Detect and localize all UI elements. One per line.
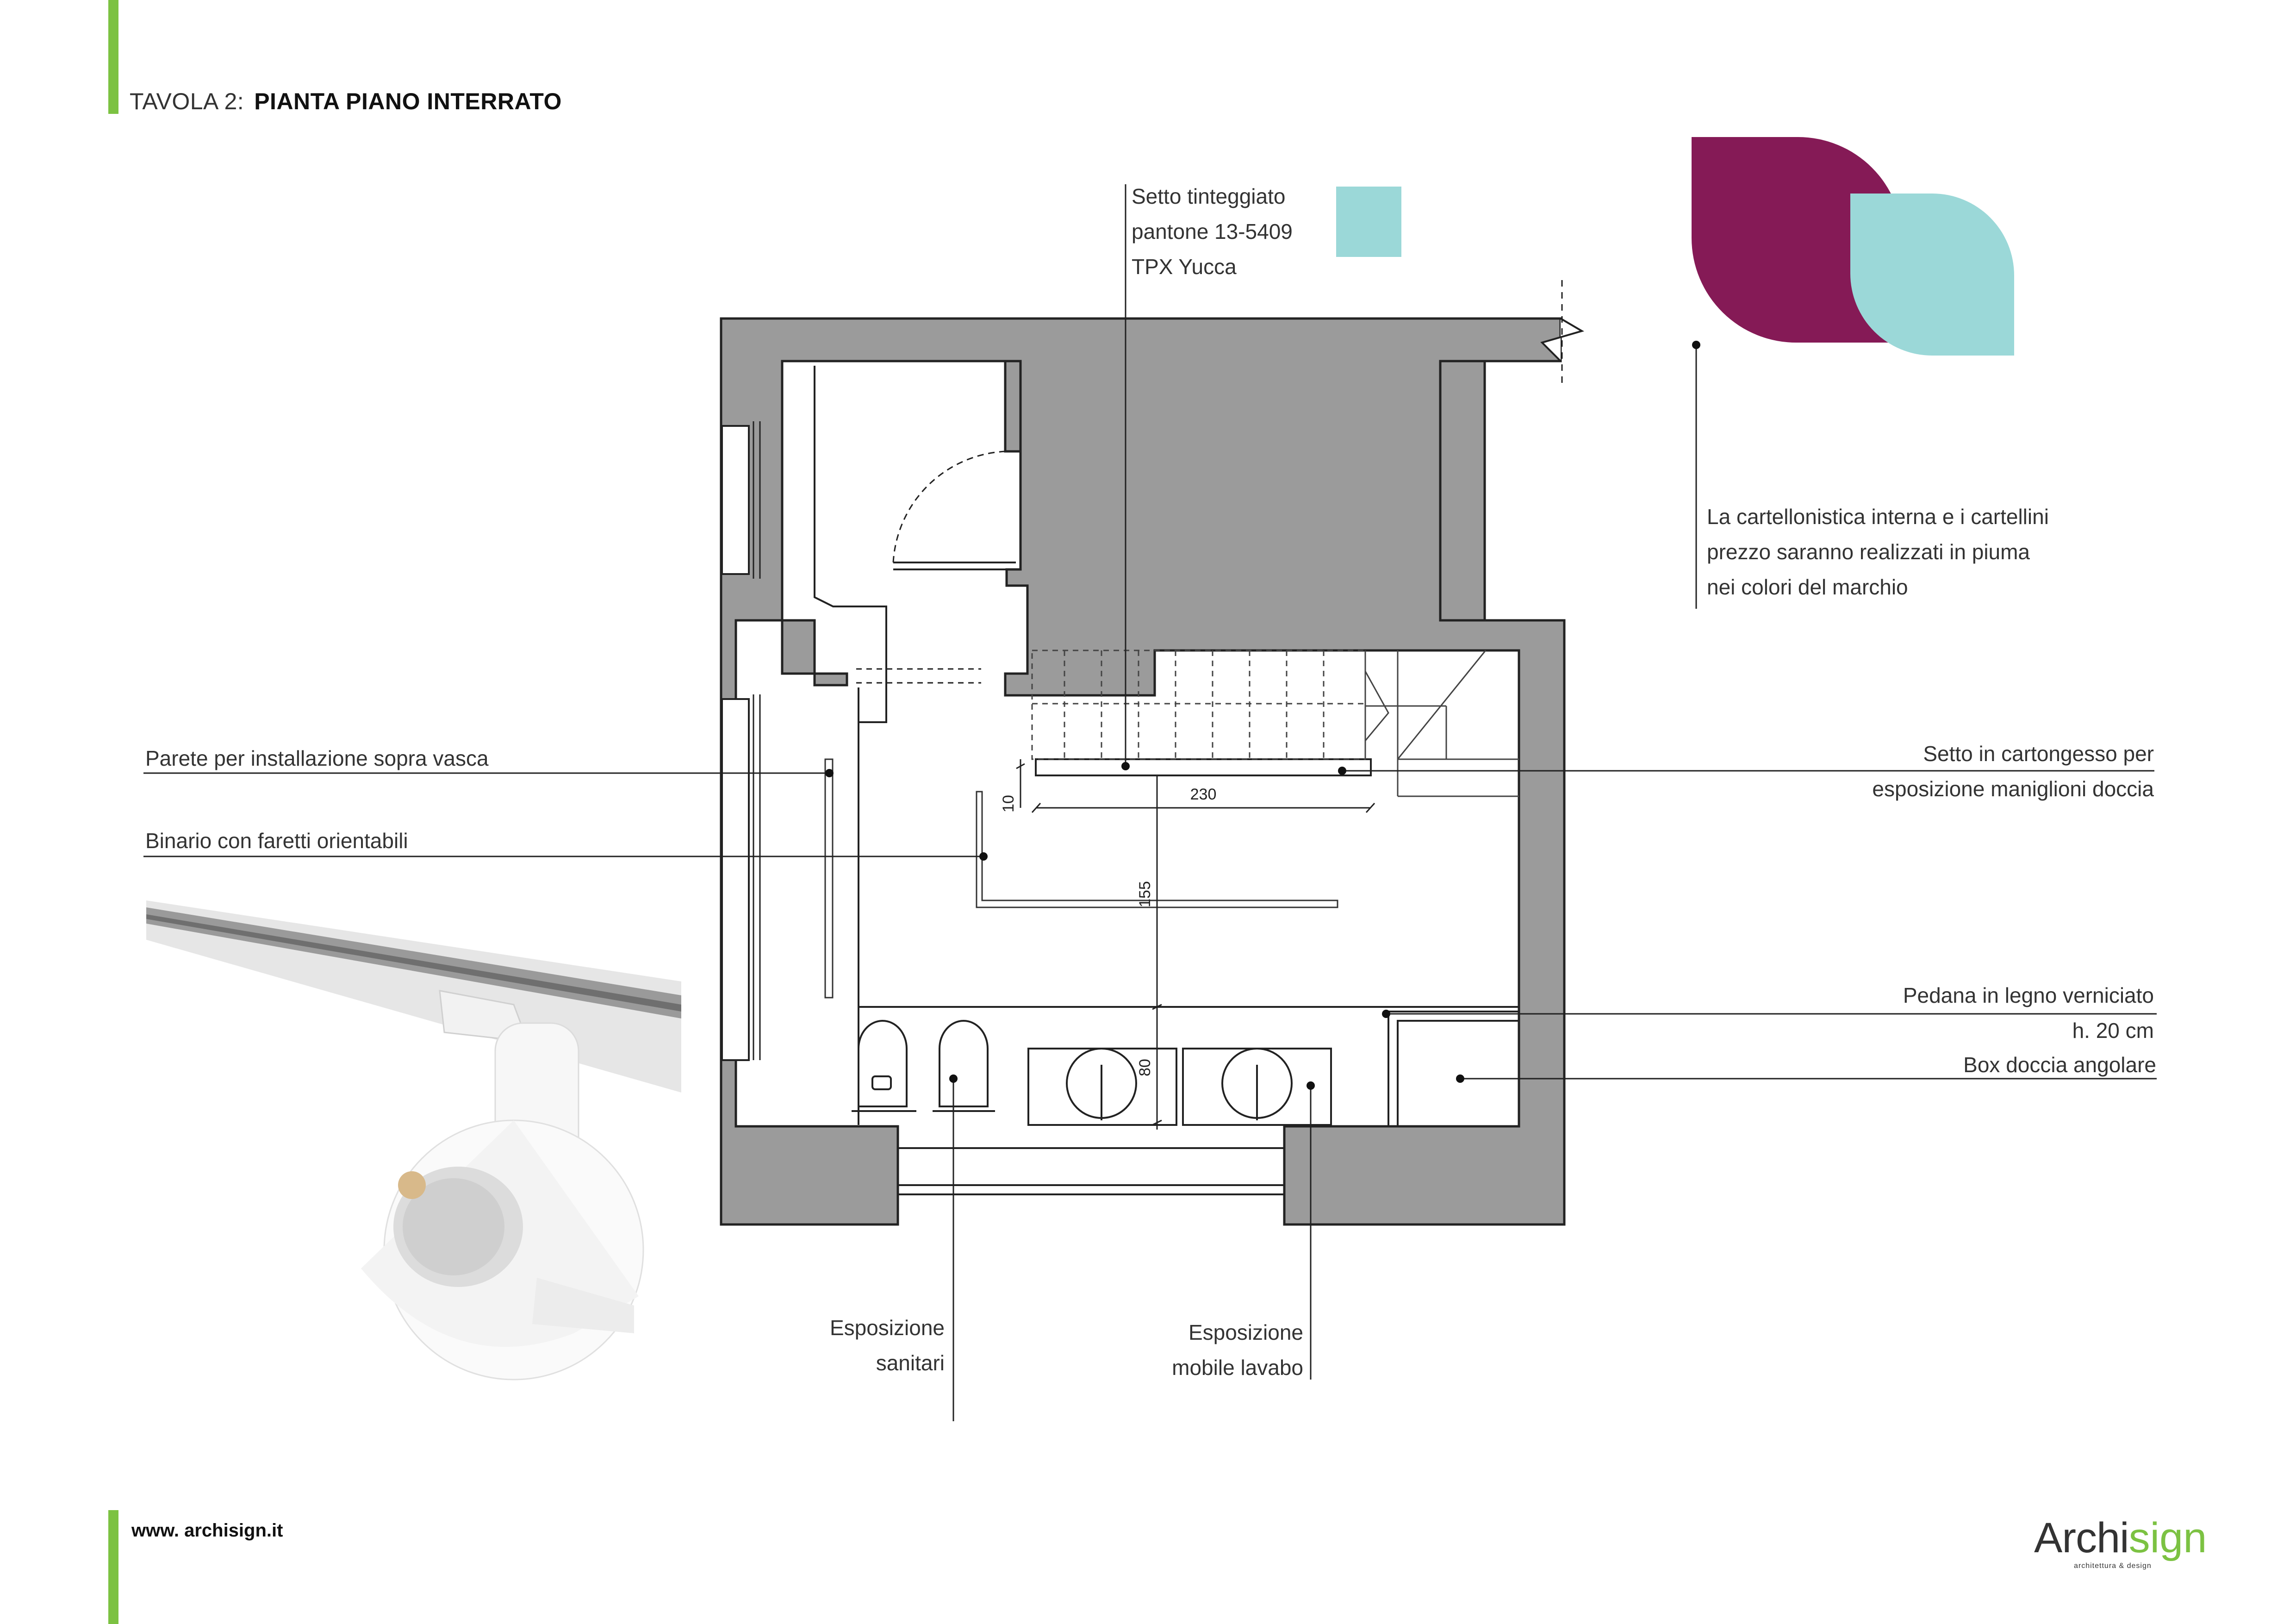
label-line: sanitari (876, 1351, 945, 1375)
door-swing (892, 450, 1016, 563)
label-line: pantone 13-5409 (1132, 219, 1293, 244)
dimension-lines (1016, 759, 1375, 1130)
logo-part1: Archi (2034, 1514, 2129, 1562)
interior-lines (814, 366, 1519, 1126)
archisign-logo: Archisign architettura & design (2034, 1514, 2215, 1579)
lavabi (1027, 1048, 1332, 1126)
label-line: TPX Yucca (1132, 255, 1237, 279)
label-box-doccia: Box doccia angolare (1963, 1053, 2156, 1077)
label-esposizione-lavabo: Esposizione mobile lavabo (1172, 1315, 1303, 1385)
accent-bar-bottom (108, 1510, 118, 1624)
logo-tagline: architettura & design (2074, 1562, 2152, 1570)
leader-dots (825, 341, 1700, 1090)
dim-80: 80 (1136, 1059, 1154, 1076)
pantone-swatch (1336, 187, 1401, 257)
leader-lines (143, 184, 2157, 1421)
label-esposizione-sanitari: Esposizione sanitari (830, 1310, 945, 1380)
label-line: Esposizione (1188, 1320, 1303, 1344)
dim-10: 10 (1000, 795, 1017, 812)
brand-teal-shape (1850, 194, 2014, 356)
label-pedana: Pedana in legno verniciato h. 20 cm (1903, 978, 2154, 1048)
label-setto-cartongesso: Setto in cartongesso per esposizione man… (1872, 736, 2154, 806)
stairs-solid (1364, 650, 1519, 797)
website-link[interactable]: www. archisign.it (131, 1520, 283, 1541)
page-title: TAVOLA 2: PIANTA PIANO INTERRATO (130, 88, 562, 115)
label-binario: Binario con faretti orientabili (145, 829, 408, 853)
track-light (824, 758, 1338, 999)
label-line: mobile lavabo (1172, 1355, 1303, 1380)
label-line: nei colori del marchio (1707, 575, 1908, 599)
page-title-main: PIANTA PIANO INTERRATO (254, 88, 562, 114)
track-light-product (146, 900, 681, 1380)
brand-purple-shape (1692, 137, 1903, 343)
window-panes (753, 421, 761, 1060)
label-line: Esposizione (829, 1316, 945, 1340)
label-parete-vasca: Parete per installazione sopra vasca (145, 746, 489, 770)
walls (720, 317, 1566, 1226)
accent-bar-top (108, 0, 118, 114)
door-lines (856, 668, 981, 684)
label-line: La cartellonistica interna e i cartellin… (1707, 505, 2049, 529)
sanitari (852, 1020, 995, 1112)
label-line: prezzo saranno realizzati in piuma (1707, 540, 2030, 564)
windows-left (721, 425, 750, 1061)
label-line: h. 20 cm (2072, 1018, 2154, 1043)
logo-part2: sign (2128, 1514, 2207, 1562)
dim-155: 155 (1136, 881, 1154, 907)
label-line: esposizione maniglioni doccia (1872, 777, 2154, 801)
label-cartellonistica: La cartellonistica interna e i cartellin… (1707, 499, 2049, 605)
page-title-prefix: TAVOLA 2: (130, 88, 244, 114)
label-line: Setto tinteggiato (1132, 184, 1286, 208)
label-line: Setto in cartongesso per (1923, 742, 2154, 766)
label-setto-tinteggiato: Setto tinteggiato pantone 13-5409 TPX Yu… (1132, 179, 1293, 284)
label-line: Pedana in legno verniciato (1903, 983, 2154, 1007)
dim-230: 230 (1190, 786, 1217, 803)
wall-break (1540, 318, 1585, 362)
entrance (898, 1147, 1284, 1195)
